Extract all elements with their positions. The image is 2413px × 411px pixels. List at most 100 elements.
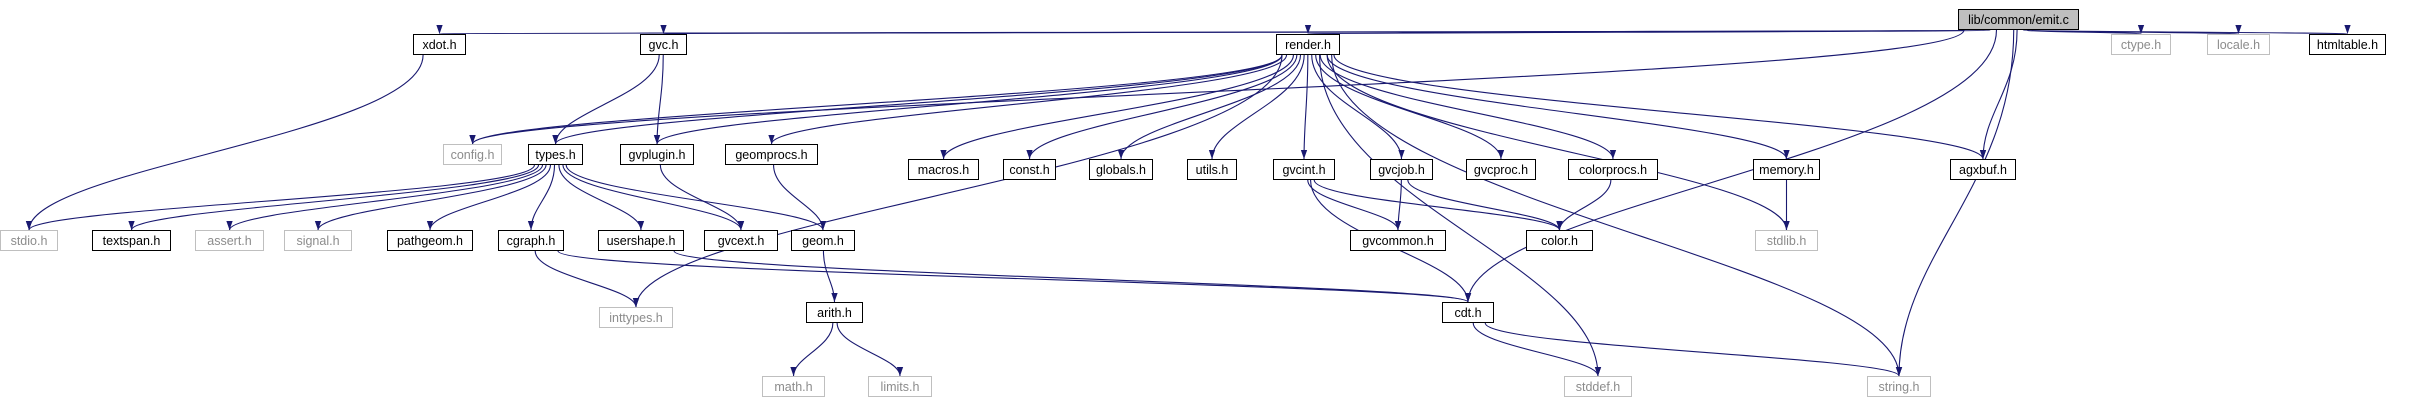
node-cdt[interactable]: cdt.h [1442, 302, 1494, 323]
node-label: const.h [1009, 163, 1049, 177]
edge-render-to-gvcint [1300, 54, 1309, 160]
edge-emit-to-string [1895, 29, 2015, 377]
node-macros[interactable]: macros.h [908, 159, 979, 180]
node-box [791, 230, 855, 251]
node-xdot[interactable]: xdot.h [413, 34, 466, 55]
node-const[interactable]: const.h [1003, 159, 1056, 180]
edge-types-to-pathgeom [426, 164, 552, 231]
node-gvplugin[interactable]: gvplugin.h [620, 144, 694, 165]
node-limits: limits.h [868, 376, 932, 397]
node-color[interactable]: color.h [1526, 230, 1593, 251]
edge-emit-to-render [1307, 24, 1991, 35]
node-box [762, 376, 825, 397]
node-gvcommon[interactable]: gvcommon.h [1350, 230, 1446, 251]
node-render[interactable]: render.h [1276, 34, 1340, 55]
node-label: stddef.h [1576, 380, 1621, 394]
edge-render-to-inttypes [632, 54, 1283, 308]
node-box [704, 230, 778, 251]
node-pathgeom[interactable]: pathgeom.h [387, 230, 473, 251]
edge-types-to-textspan [128, 164, 540, 231]
node-box [498, 230, 564, 251]
node-gvc[interactable]: gvc.h [640, 34, 687, 55]
edge-colorprocs-to-color [1556, 179, 1612, 231]
node-label: signal.h [296, 234, 339, 248]
node-arith[interactable]: arith.h [806, 302, 863, 323]
node-textspan[interactable]: textspan.h [92, 230, 171, 251]
node-signal: signal.h [284, 230, 352, 251]
node-gvcjob[interactable]: gvcjob.h [1370, 159, 1433, 180]
node-label: agxbuf.h [1959, 163, 2007, 177]
node-stdio: stdio.h [0, 230, 58, 251]
edge-render-to-types [552, 54, 1283, 145]
node-usershape[interactable]: usershape.h [598, 230, 684, 251]
node-colorprocs[interactable]: colorprocs.h [1568, 159, 1658, 180]
edge-gvc-to-gvplugin [653, 54, 664, 145]
node-label: pathgeom.h [397, 234, 463, 248]
node-box [528, 144, 583, 165]
node-label: globals.h [1096, 163, 1146, 177]
node-label: assert.h [207, 234, 252, 248]
node-geom[interactable]: geom.h [791, 230, 855, 251]
node-agxbuf[interactable]: agxbuf.h [1950, 159, 2016, 180]
edge-types-to-gvcext [562, 164, 745, 231]
node-box [0, 230, 58, 251]
edge-cdt-to-string [1484, 322, 1902, 377]
node-assert: assert.h [195, 230, 264, 251]
edge-types-to-usershape [558, 164, 645, 231]
node-box [1755, 230, 1818, 251]
node-box [1003, 159, 1056, 180]
edge-render-to-stdlib [1326, 54, 1790, 231]
node-label: gvcint.h [1282, 163, 1325, 177]
edge-cgraph-to-cdt [557, 250, 1471, 303]
edge-render-to-colorprocs [1319, 54, 1617, 160]
node-label: inttypes.h [609, 311, 663, 325]
node-label: gvcext.h [718, 234, 765, 248]
node-gvcproc[interactable]: gvcproc.h [1466, 159, 1536, 180]
node-memory[interactable]: memory.h [1753, 159, 1820, 180]
node-types[interactable]: types.h [528, 144, 583, 165]
node-box [284, 230, 352, 251]
node-label: textspan.h [103, 234, 161, 248]
node-box [1089, 159, 1153, 180]
node-globals[interactable]: globals.h [1089, 159, 1153, 180]
node-label: locale.h [2217, 38, 2260, 52]
node-stdlib: stdlib.h [1755, 230, 1818, 251]
node-htmltable[interactable]: htmltable.h [2309, 34, 2386, 55]
node-gvcint[interactable]: gvcint.h [1273, 159, 1335, 180]
edge-layer [25, 24, 2349, 377]
node-box [620, 144, 694, 165]
edge-render-to-string [1331, 54, 1903, 377]
node-geomprocs[interactable]: geomprocs.h [725, 144, 818, 165]
node-ctype: ctype.h [2111, 34, 2171, 55]
node-box [1753, 159, 1820, 180]
node-box [1564, 376, 1632, 397]
node-emit[interactable]: lib/common/emit.c [1958, 9, 2079, 30]
node-label: htmltable.h [2317, 38, 2378, 52]
node-gvcext[interactable]: gvcext.h [704, 230, 778, 251]
node-box [2207, 34, 2270, 55]
node-inttypes: inttypes.h [599, 307, 673, 328]
node-utils[interactable]: utils.h [1187, 159, 1237, 180]
edge-emit-to-htmltable [2031, 24, 2349, 35]
node-box [1442, 302, 1494, 323]
node-math: math.h [762, 376, 825, 397]
node-label: cdt.h [1454, 306, 1481, 320]
node-label: utils.h [1196, 163, 1229, 177]
node-box [195, 230, 264, 251]
node-label: gvc.h [649, 38, 679, 52]
edge-gvcint-to-gvcommon [1307, 179, 1402, 231]
node-box [1526, 230, 1593, 251]
node-label: usershape.h [607, 234, 676, 248]
node-box [640, 34, 687, 55]
edge-types-to-signal [314, 164, 547, 231]
edge-gvc-to-types [552, 54, 660, 145]
edge-render-to-globals [1117, 54, 1302, 160]
node-box [1466, 159, 1536, 180]
node-box [1370, 159, 1433, 180]
node-box [1273, 159, 1335, 180]
node-label: macros.h [918, 163, 969, 177]
node-box [1867, 376, 1931, 397]
node-cgraph[interactable]: cgraph.h [498, 230, 564, 251]
edge-emit-to-agxbuf [1979, 29, 2018, 160]
node-box [599, 307, 673, 328]
